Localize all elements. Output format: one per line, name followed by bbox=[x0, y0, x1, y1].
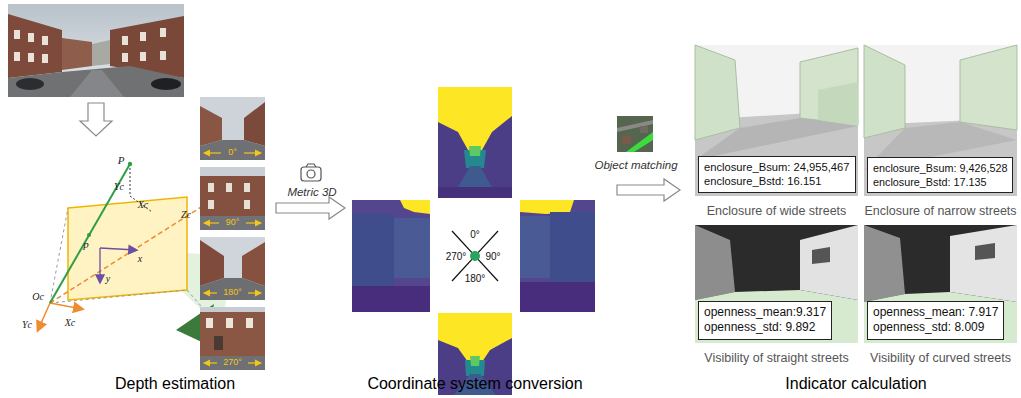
metric-box: openness_mean: 7.917openness_std: 8.009 bbox=[867, 301, 1004, 340]
step-label: Object matching bbox=[594, 159, 677, 172]
point-label: P bbox=[118, 154, 125, 166]
axis-label: Yc bbox=[114, 181, 124, 192]
angle-label: 0° bbox=[228, 148, 237, 158]
step-label: Metric 3D bbox=[287, 186, 336, 199]
panel-caption: Enclosure of narrow streets bbox=[864, 204, 1016, 218]
panorama-photo bbox=[8, 4, 184, 97]
axis-label: Xc bbox=[138, 199, 149, 210]
stage-title: Depth estimation bbox=[115, 375, 235, 393]
enclosure-render-wide bbox=[695, 45, 858, 196]
metric-box: enclosure_Bsum: 24,955,467enclosure_Bstd… bbox=[698, 156, 856, 193]
panel-caption: Enclosure of wide streets bbox=[707, 204, 847, 218]
panel-caption: Visibility of curved streets bbox=[870, 351, 1011, 365]
flow-arrow bbox=[276, 197, 345, 219]
metric-text: enclosure_Bstd: 17.135 bbox=[873, 175, 1007, 189]
metric-text: openness_std: 8.009 bbox=[873, 320, 998, 336]
angle-label: 180° bbox=[223, 288, 242, 298]
point-label: p bbox=[83, 238, 89, 250]
metric-box: openness_mean:9.317openness_std: 9.892 bbox=[698, 301, 832, 340]
metric-text: enclosure_Bstd: 16.151 bbox=[704, 174, 850, 189]
enclosure-render-narrow bbox=[864, 45, 1017, 196]
angle-label: 270° bbox=[446, 251, 467, 262]
indicator-panel: Visibility of curved streetsopenness_mea… bbox=[864, 225, 1017, 343]
metric-text: openness_mean:9.317 bbox=[704, 305, 826, 321]
angle-label: 90° bbox=[485, 251, 500, 262]
flow-arrow bbox=[80, 103, 112, 136]
flow-arrow bbox=[617, 179, 680, 201]
indicator-panel: Enclosure of narrow streetsenclosure_Bsu… bbox=[864, 45, 1017, 196]
axis-label: Oc bbox=[32, 291, 44, 302]
metric-text: enclosure_Bsum: 24,955,467 bbox=[704, 160, 850, 175]
angle-label: 270° bbox=[223, 358, 242, 368]
angle-label: 90° bbox=[226, 218, 240, 228]
indicator-panel: Enclosure of wide streetsenclosure_Bsum:… bbox=[695, 45, 858, 196]
visibility-render-straight bbox=[695, 225, 858, 343]
depth-maps bbox=[352, 87, 595, 395]
axis-label: x bbox=[138, 253, 142, 264]
axis-label: Zc bbox=[181, 209, 191, 220]
angle-label: 180° bbox=[465, 273, 486, 284]
indicator-panel: Visibility of straight streetsopenness_m… bbox=[695, 225, 858, 343]
perspective-photos bbox=[200, 97, 265, 370]
axis-label: Yc bbox=[22, 319, 32, 330]
metric-box: enclosure_Bsum: 9,426,528enclosure_Bstd:… bbox=[867, 157, 1013, 193]
camera-icon bbox=[301, 164, 321, 181]
panel-caption: Visibility of straight streets bbox=[704, 351, 848, 365]
axis-label: Xc bbox=[65, 317, 76, 328]
stage-title: Indicator calculation bbox=[785, 375, 926, 393]
metric-text: openness_mean: 7.917 bbox=[873, 305, 998, 321]
stage-title: Coordinate system conversion bbox=[367, 375, 582, 393]
visibility-render-curved bbox=[864, 225, 1017, 343]
axis-label: y bbox=[106, 273, 110, 284]
angle-label: 0° bbox=[470, 229, 480, 240]
aerial-image bbox=[617, 116, 653, 152]
metric-text: enclosure_Bsum: 9,426,528 bbox=[873, 161, 1007, 175]
metric-text: openness_std: 9.892 bbox=[704, 320, 826, 336]
